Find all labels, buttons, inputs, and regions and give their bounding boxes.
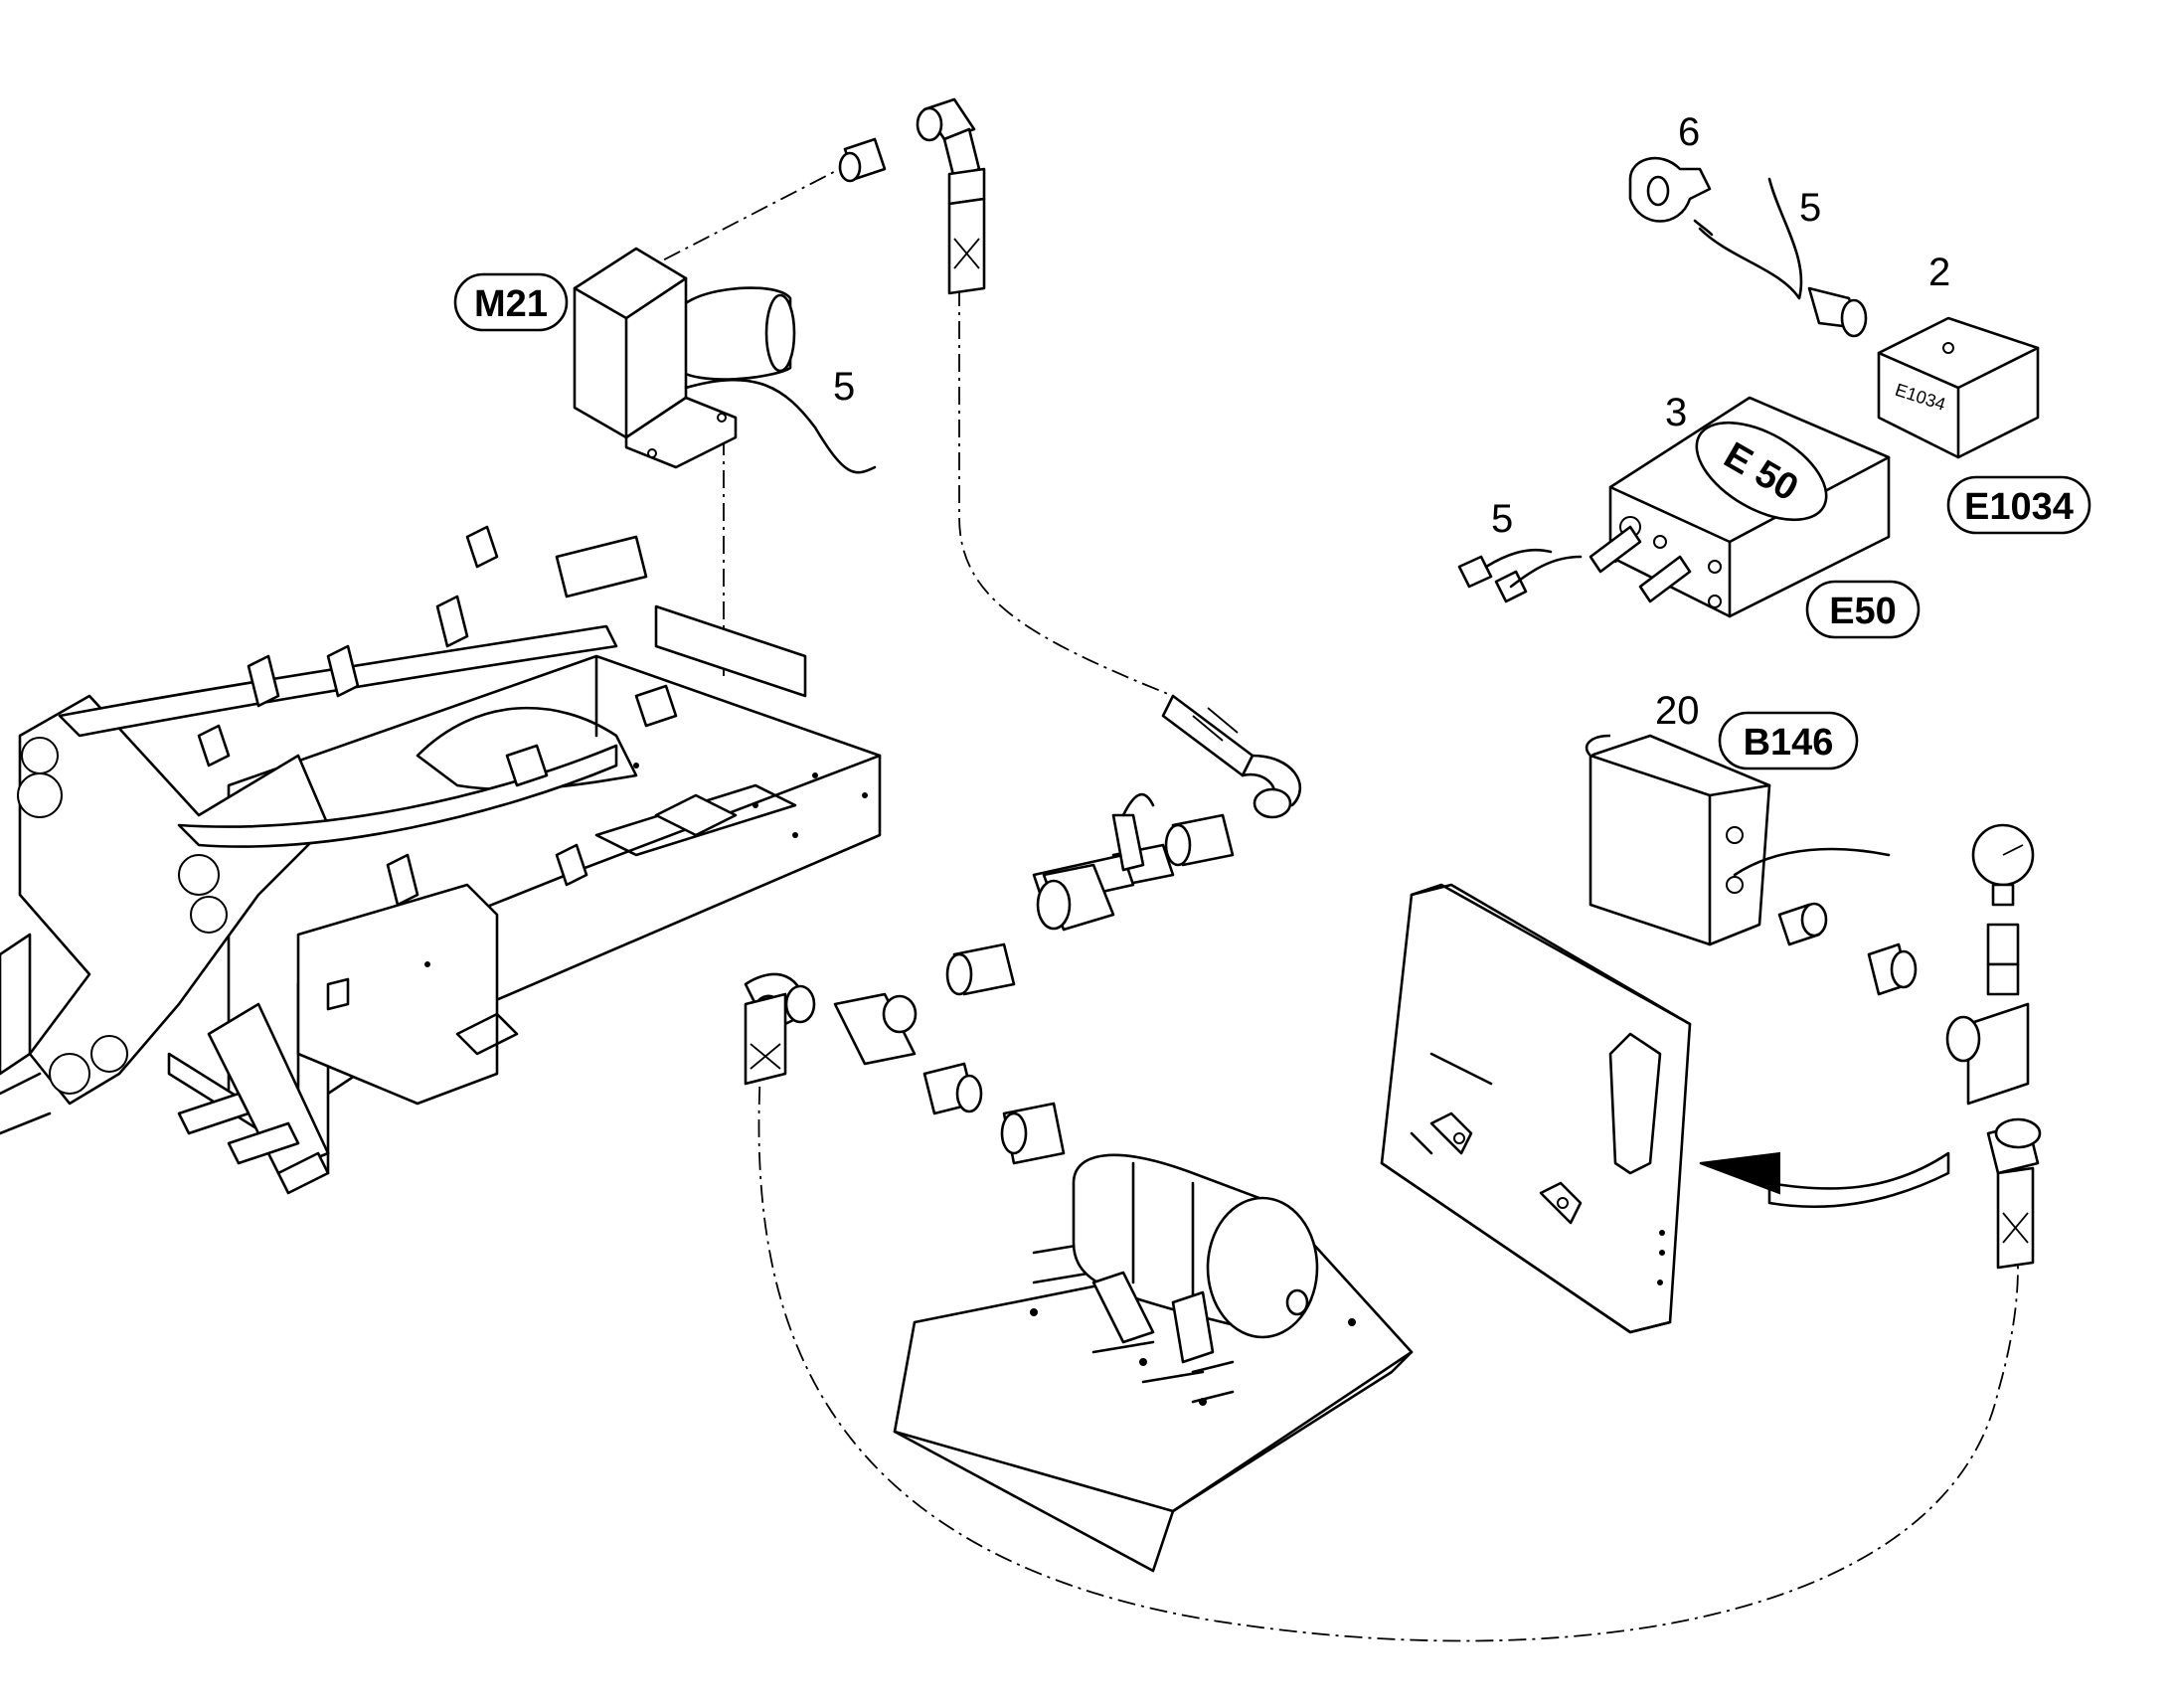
tag-labels: M21 E1034 E50 B146: [453, 272, 2091, 770]
air-tank-assembly: [893, 1153, 1414, 1573]
hose-middle: [744, 694, 1302, 1165]
arrow-left-icon: [1699, 1151, 1950, 1208]
motor-m21: [573, 247, 877, 474]
callout-motor-cable: 5: [833, 365, 855, 409]
callout-cable-top: 5: [1799, 186, 1821, 230]
cable-e1034: [1693, 177, 1868, 338]
gauge-assembly: [1945, 823, 2042, 1270]
box-e1034: E1034: [1877, 316, 2040, 459]
callout-box-e50: 3: [1665, 391, 1687, 434]
callout-numbers: 5 6 5 2 3 5 20: [833, 110, 1950, 733]
callout-box-b146: 20: [1655, 689, 1700, 733]
cabinet: [1380, 883, 1692, 1334]
callout-cable-e50: 5: [1491, 497, 1513, 541]
cable-e50: [1457, 548, 1583, 603]
tag-b146: B146: [1718, 711, 1859, 770]
cable-clip: [1628, 156, 1712, 223]
callout-clip: 6: [1678, 110, 1700, 154]
line-motor-fitting: [650, 160, 856, 267]
fittings-top: [838, 97, 986, 295]
svg-text:E1034: E1034: [1964, 486, 2074, 528]
tag-e1034: E1034: [1946, 475, 2091, 535]
box-b146: [1585, 734, 1918, 996]
svg-text:B146: B146: [1744, 722, 1834, 764]
connection-lines: [650, 160, 2019, 1642]
tag-e50: E50: [1805, 580, 1921, 639]
callout-box-e1034: 2: [1928, 251, 1950, 294]
line-hose-top: [958, 288, 1174, 697]
box-e50: E 50: [1588, 396, 1891, 618]
line-return-loop: [757, 1053, 2019, 1642]
tag-m21: M21: [453, 272, 569, 332]
svg-text:M21: M21: [474, 283, 548, 325]
chassis-frame: [0, 525, 882, 1195]
svg-text:E50: E50: [1829, 591, 1897, 632]
